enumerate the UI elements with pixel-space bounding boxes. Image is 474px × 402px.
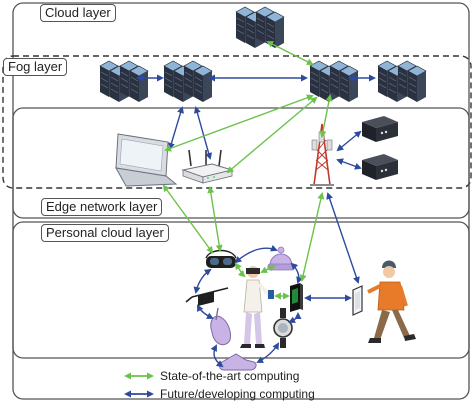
hand-device-icon: [210, 307, 231, 346]
future-connector: [197, 304, 214, 319]
smartphone-icon: [290, 283, 303, 312]
future-connector: [336, 130, 362, 152]
future-connector: [193, 106, 213, 160]
future-connector: [288, 312, 302, 323]
state-of-the-art-connector: [266, 41, 314, 65]
legend-future-label: Future/developing computing: [160, 387, 315, 401]
state-of-the-art-connector: [207, 186, 223, 252]
future-connector: [256, 342, 280, 363]
edge-box-icon: [362, 154, 398, 180]
shoe-icon: [219, 353, 257, 371]
person-vr-icon: [240, 266, 274, 348]
tablet-icon: [352, 285, 363, 316]
state-of-the-art-connector: [234, 262, 246, 278]
laptop-icon: [115, 133, 178, 187]
person-walking-icon: [367, 260, 416, 343]
future-connector: [290, 262, 303, 284]
wifi-router-icon: [181, 149, 234, 184]
state-of-the-art-connector: [226, 96, 318, 174]
fog-server-rack-icon: [378, 61, 426, 102]
future-connector: [210, 344, 224, 368]
future-connector: [168, 106, 184, 150]
future-connector: [336, 158, 362, 170]
state-of-the-art-connector: [319, 94, 333, 138]
future-connector: [234, 244, 278, 264]
personal-cloud-layer-label: Personal cloud layer: [41, 224, 169, 242]
smartwatch-icon: [273, 308, 293, 348]
legend-state-of-the-art-label: State-of-the-art computing: [160, 369, 300, 383]
smart-glasses-icon: [185, 287, 229, 306]
fog-server-rack-icon: [310, 61, 358, 102]
fog-server-rack-icon: [100, 61, 148, 102]
future-connector: [193, 268, 212, 294]
edge-network-layer-label: Edge network layer: [41, 198, 163, 216]
state-of-the-art-connector: [299, 192, 325, 282]
edge-box-icon: [362, 116, 398, 142]
cloud-server-rack-icon: [236, 7, 284, 48]
future-connector: [326, 192, 360, 284]
fog-layer-label: Fog layer: [3, 58, 68, 76]
vr-glasses-icon: [205, 249, 237, 268]
fog-server-rack-icon: [164, 61, 212, 102]
fog-layer-frame: [2, 55, 472, 189]
state-of-the-art-connector: [260, 265, 276, 273]
cloud-layer-label: Cloud layer: [40, 4, 116, 22]
state-of-the-art-connector: [162, 184, 214, 254]
state-of-the-art-connector: [164, 94, 314, 152]
